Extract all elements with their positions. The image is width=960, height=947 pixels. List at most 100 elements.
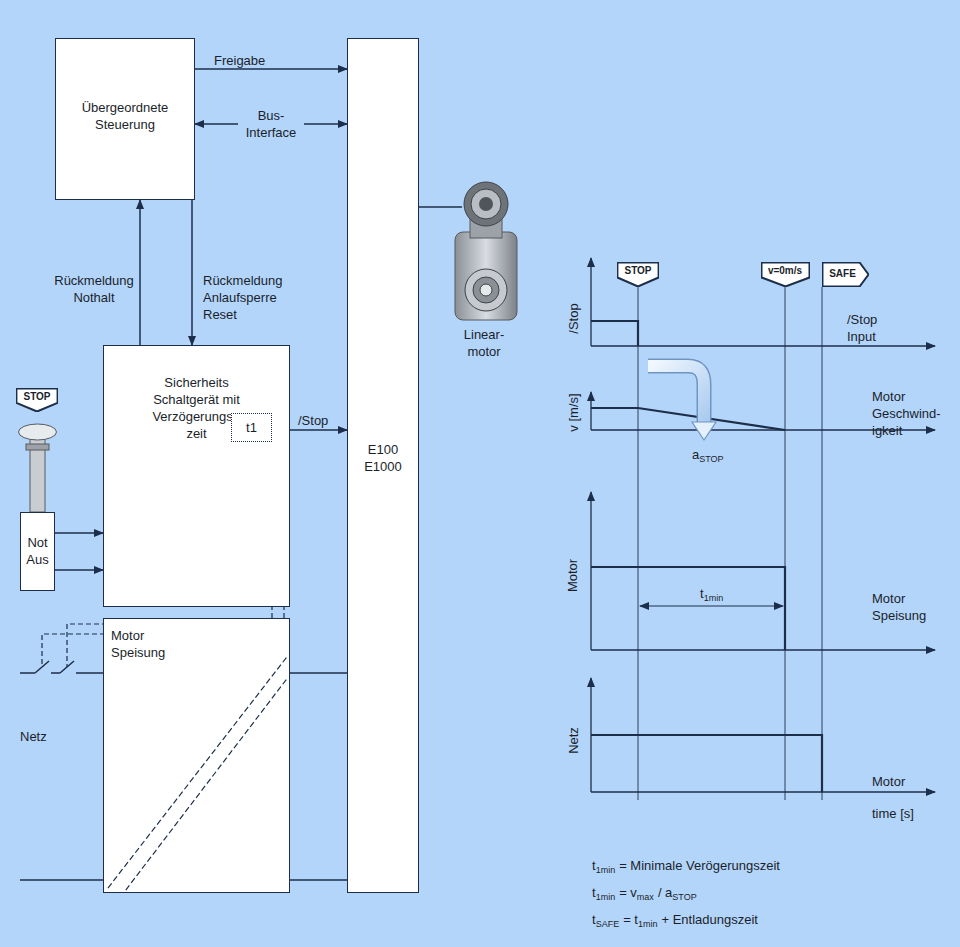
drive-box: E100 E1000 (347, 38, 419, 893)
signal-name: Motor Geschwind- igkeit (872, 388, 946, 439)
subscript-text: max (637, 889, 654, 906)
subscript-text: SAFE (596, 916, 620, 933)
axis-label: Motor (564, 558, 581, 591)
linear-motor-icon (480, 284, 492, 296)
subscript-text: 1min (596, 889, 616, 906)
formula-line: t1min= Minimale Verögerungszeit (592, 857, 780, 876)
deceleration-arrow (648, 366, 716, 440)
mains-label: Netz (20, 728, 70, 745)
axis-label: Netz (564, 727, 581, 754)
time-markers (638, 287, 822, 800)
deceleration-arrow (648, 366, 704, 424)
diagonal-line (126, 679, 287, 890)
signal-arrow (191, 200, 193, 345)
time-markers (785, 287, 786, 800)
mains-wiring (20, 661, 103, 673)
t1min-dimension (640, 606, 783, 607)
formula-text: = v (619, 884, 637, 901)
formula-text: / a (658, 884, 672, 901)
signal-traces (591, 321, 638, 346)
node-text: Sicherheits Schaltgerät mit Verzögerungs… (151, 374, 243, 442)
formula-line: tSAFE= t1min+ Entladungszeit (592, 911, 758, 930)
marker-text: SAFE (828, 268, 857, 280)
timing-axes (591, 649, 935, 650)
stop-badge: STOP (16, 388, 58, 412)
node-text: Motor Speisung (111, 627, 181, 661)
linear-motor-icon (455, 182, 517, 320)
linear-motor-icon (473, 277, 499, 303)
formula-line: t1min= vmax / aSTOP (592, 884, 697, 903)
edge-label: Rückmeldung Nothalt (52, 272, 136, 306)
power-line (290, 672, 347, 674)
node-text: Not Aus (21, 534, 54, 568)
deceleration-label: aSTOP (692, 446, 724, 465)
signal-traces (591, 408, 785, 430)
node-text: E100 E1000 (355, 441, 411, 475)
timing-axes (591, 791, 935, 792)
delay-timer-box: t1 (231, 413, 272, 442)
marker-shape (761, 263, 809, 287)
edge-label: /Stop (298, 412, 344, 429)
signal-traces (591, 321, 822, 792)
timing-axes (590, 492, 591, 650)
signal-arrow (290, 429, 347, 431)
marker-shape (822, 263, 868, 287)
linear-motor-icon (471, 189, 501, 219)
motor-cable (419, 207, 462, 208)
formula-text: t (592, 884, 596, 901)
signal-name: Motor Speisung (872, 590, 938, 624)
edge-label: Bus- Interface (238, 107, 304, 141)
motor-name: Linear- motor (456, 326, 512, 360)
marker-shape (617, 263, 658, 287)
formula-text: t (592, 911, 596, 928)
motor-supply-box: Motor Speisung (103, 618, 290, 893)
linear-motor-icon (464, 182, 508, 226)
edge-label: Rückmeldung Anlaufsperre Reset (203, 272, 289, 323)
delay-label: t1min (700, 585, 723, 604)
timing-axes (591, 258, 935, 792)
timing-axes (590, 258, 591, 346)
axis-label: /Stop (564, 303, 581, 333)
signal-arrow (55, 569, 103, 571)
formula-text: + Entladungszeit (661, 911, 757, 928)
signal-arrow (139, 200, 141, 345)
mains-wiring (20, 661, 103, 880)
time-markers (822, 287, 823, 800)
emergency-button-icon (26, 444, 49, 450)
t1min-dimension (640, 606, 783, 607)
control-box: Übergeordnete Steuerung (55, 38, 195, 200)
safe-marker: SAFE (822, 262, 869, 287)
subscript-text: STOP (672, 889, 696, 906)
mains-wiring (20, 879, 103, 881)
node-text: t1 (233, 419, 270, 436)
marker-text: v=0m/s (767, 265, 804, 277)
signal-arrow (55, 532, 103, 534)
zero-speed-marker: v=0m/s (761, 262, 810, 287)
timing-axes (591, 345, 935, 346)
signal-arrow (195, 68, 347, 70)
motor-cable (419, 206, 462, 208)
emergency-stop-box: Not Aus (20, 512, 55, 591)
formula-text: = t (623, 911, 638, 928)
linear-motor-icon (479, 197, 493, 211)
marker-text: STOP (22, 391, 52, 403)
formula-text: = Minimale Verögerungszeit (619, 857, 780, 874)
time-markers (638, 287, 639, 800)
emergency-button-icon (19, 424, 57, 440)
signal-name: /Stop Input (847, 311, 907, 345)
marker-shape (16, 388, 57, 411)
axis-label: v [m/s] (565, 393, 582, 431)
formula-text: a (692, 446, 699, 463)
stop-marker: STOP (617, 262, 659, 287)
linear-motor-icon (455, 232, 517, 320)
subscript-text: 1min (704, 590, 724, 607)
emergency-button-icon (19, 424, 57, 512)
linear-motor-icon (465, 269, 507, 311)
signal-name: Motor (872, 773, 932, 790)
formula-text: t (592, 857, 596, 874)
signal-traces (591, 735, 822, 792)
node-text: Übergeordnete Steuerung (65, 99, 185, 133)
timing-axes (590, 392, 591, 430)
subscript-text: 1min (596, 862, 616, 879)
